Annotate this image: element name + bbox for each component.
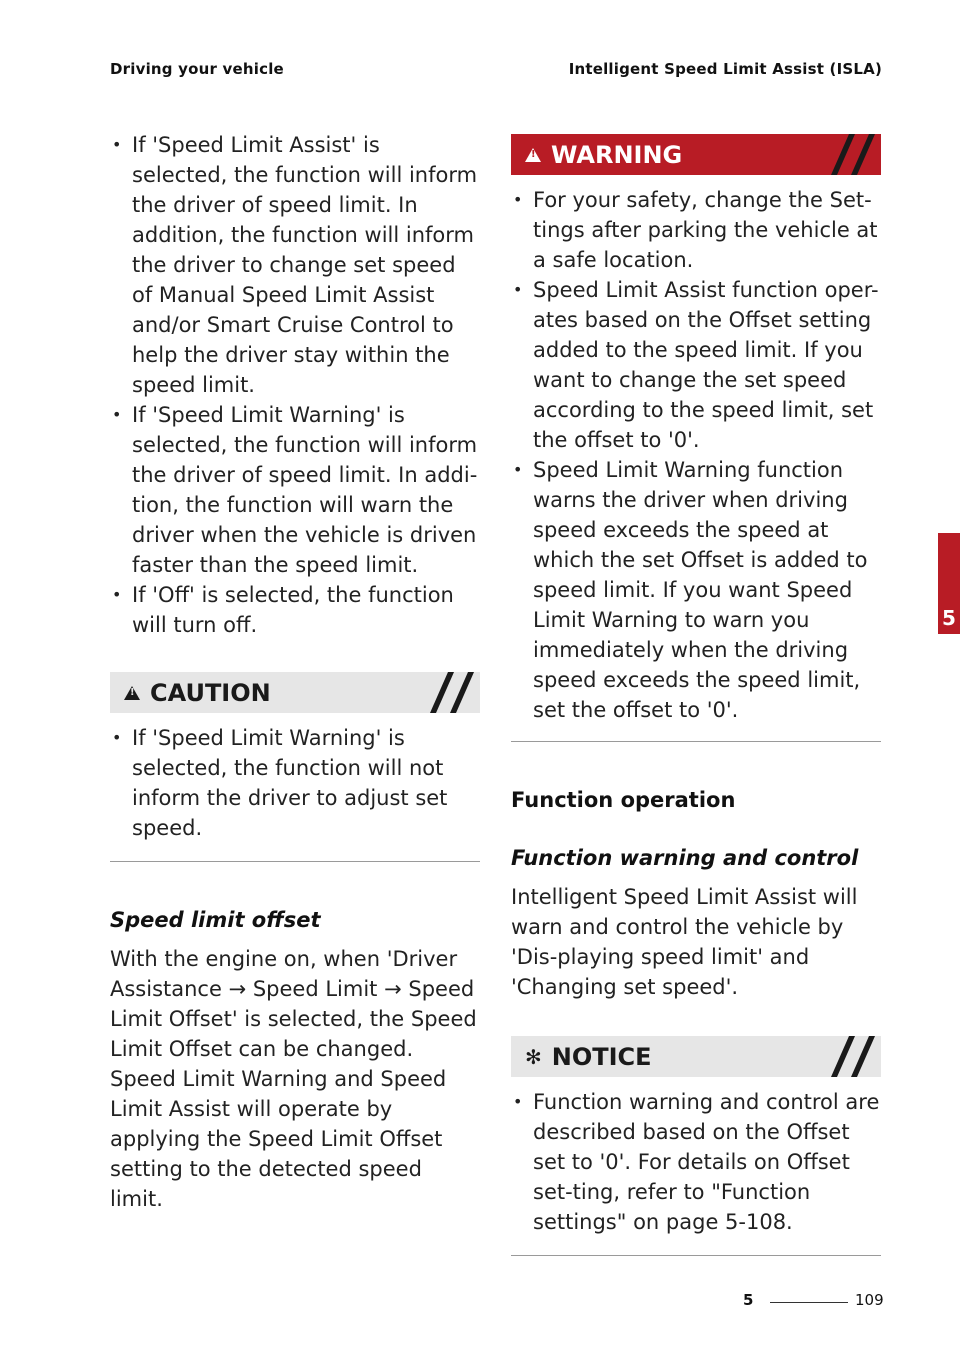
slash-decoration-icon: [831, 1036, 875, 1077]
footer-divider: [770, 1302, 848, 1303]
notice-label: NOTICE: [551, 1042, 652, 1071]
warning-control-paragraph: Intelligent Speed Limit Assist will warn…: [511, 885, 858, 999]
list-item: •If 'Off' is selected, the function will…: [110, 580, 480, 640]
bullet-icon: •: [513, 190, 523, 209]
caution-list: •If 'Speed Limit Warning' is selected, t…: [110, 723, 480, 843]
slash-decoration-icon: [430, 672, 474, 713]
bullet-icon: •: [513, 280, 523, 299]
list-item: •If 'Speed Limit Warning' is selected, t…: [110, 400, 480, 580]
notice-header: ✻ NOTICE: [511, 1036, 881, 1077]
notice-list: •Function warning and control are descri…: [511, 1087, 881, 1237]
warning-triangle-icon: [124, 685, 140, 700]
offset-heading: Speed limit offset: [110, 908, 321, 932]
warning-divider: [511, 741, 881, 742]
footer-section-number: 5: [743, 1291, 754, 1309]
bullet-icon: •: [112, 728, 122, 747]
list-item: •If 'Speed Limit Warning' is selected, t…: [110, 723, 480, 843]
warning-label: WARNING: [551, 140, 683, 169]
list-item: •If 'Speed Limit Assist' is selected, th…: [110, 130, 480, 400]
list-item: •Function warning and control are descri…: [511, 1087, 881, 1237]
bullet-icon: •: [112, 135, 122, 154]
list-item: •For your safety, change the Set-tings a…: [511, 185, 881, 275]
chapter-tab: 5: [938, 533, 960, 634]
slash-decoration-icon: [831, 134, 875, 175]
notice-divider: [511, 1255, 881, 1256]
right-column: WARNING •For your safety, change the Set…: [511, 134, 881, 1256]
left-column: •If 'Speed Limit Assist' is selected, th…: [110, 130, 480, 1214]
warning-control-heading: Function warning and control: [511, 846, 859, 870]
asterisk-icon: ✻: [525, 1044, 542, 1069]
bullet-icon: •: [513, 460, 523, 479]
list-item: •Speed Limit Assist function oper-ates b…: [511, 275, 881, 455]
warning-header: WARNING: [511, 134, 881, 175]
warning-list: •For your safety, change the Set-tings a…: [511, 185, 881, 725]
bullet-icon: •: [112, 405, 122, 424]
footer-page-number: 109: [855, 1291, 884, 1309]
caution-header: CAUTION: [110, 672, 480, 713]
warning-triangle-icon: [525, 147, 541, 162]
offset-paragraph: With the engine on, when 'Driver Assista…: [110, 947, 477, 1211]
caution-divider: [110, 861, 480, 862]
bullet-icon: •: [513, 1092, 523, 1111]
caution-label: CAUTION: [150, 678, 271, 707]
list-item: •Speed Limit Warning function warns the …: [511, 455, 881, 725]
running-header-section: Driving your vehicle: [110, 60, 284, 78]
mode-options-list: •If 'Speed Limit Assist' is selected, th…: [110, 130, 480, 640]
function-operation-heading: Function operation: [511, 788, 736, 812]
bullet-icon: •: [112, 585, 122, 604]
running-header-topic: Intelligent Speed Limit Assist (ISLA): [568, 60, 882, 78]
